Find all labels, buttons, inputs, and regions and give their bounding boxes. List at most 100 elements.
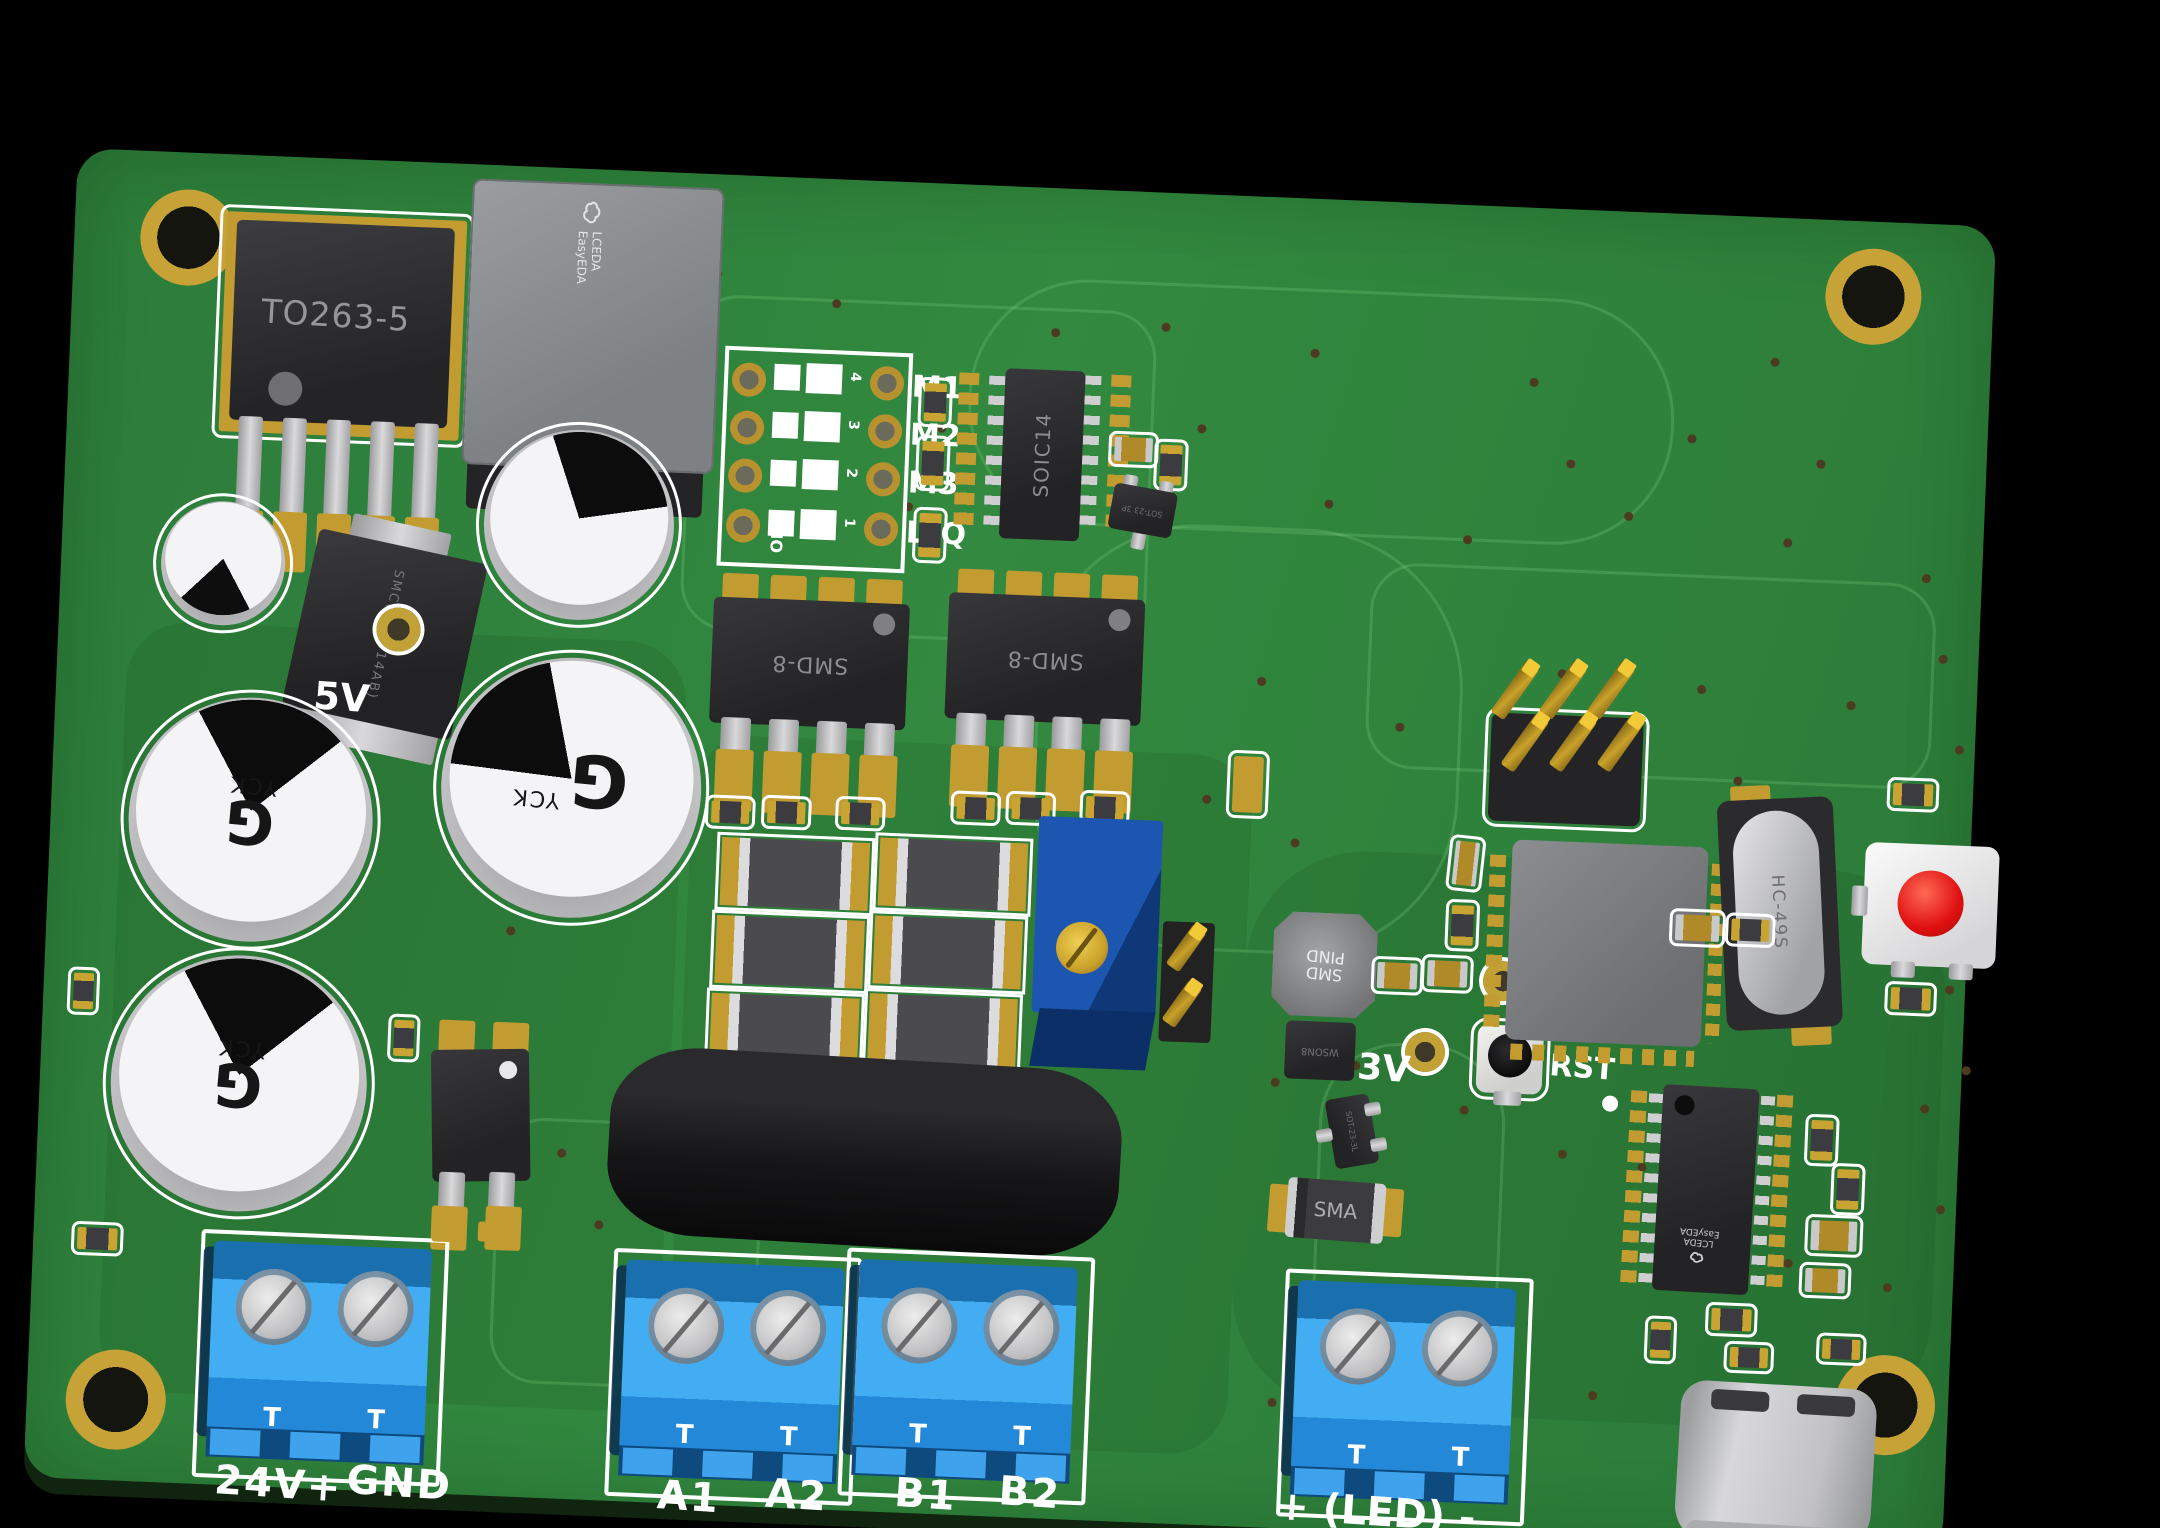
cap-top: G YCK xyxy=(444,655,699,902)
via xyxy=(557,1148,567,1158)
cap-polarity-wedge xyxy=(486,428,672,609)
chip-resistor xyxy=(70,1220,124,1257)
wson8-label: WSON8 xyxy=(1300,1044,1340,1057)
chip-capacitor xyxy=(1804,1213,1864,1259)
via xyxy=(1944,985,1955,995)
dip-switch-slot xyxy=(769,459,797,487)
wson8-ic: WSON8 xyxy=(1283,1020,1357,1082)
chip-resistor xyxy=(1643,1315,1678,1365)
via xyxy=(1270,1077,1280,1088)
pin-mark: T xyxy=(366,1404,386,1436)
mcu-pads-bottom xyxy=(1509,1043,1695,1068)
tssop-logo: LCEDA EasyEDA xyxy=(1677,1224,1721,1265)
terminal-body xyxy=(852,1259,1078,1458)
pin-mark: T xyxy=(1012,1421,1032,1453)
via xyxy=(506,926,516,936)
cap-brand: G xyxy=(222,783,278,859)
chip-resistor xyxy=(66,966,101,1016)
chip-resistor xyxy=(1815,1332,1867,1367)
terminal-block-led[interactable]: T T + (LED) - xyxy=(1274,1268,1534,1528)
shunt-resistor xyxy=(872,832,1034,917)
chip-capacitor xyxy=(1370,955,1424,996)
terminal-tab xyxy=(622,1447,674,1476)
via xyxy=(1310,348,1320,359)
solder-pad xyxy=(431,1221,465,1243)
via xyxy=(1459,1105,1469,1115)
chip-resistor xyxy=(834,795,886,832)
via xyxy=(1557,1149,1568,1159)
terminal-label-b1: B1 xyxy=(893,1469,959,1520)
chip-resistor xyxy=(914,434,952,492)
inductor-label-line2: PIND xyxy=(1305,946,1346,969)
dip-pad xyxy=(731,362,767,398)
via xyxy=(1770,357,1780,367)
dip-pad xyxy=(867,413,903,450)
pin-mark: T xyxy=(675,1419,695,1451)
crystal-label: HC-49S xyxy=(1767,874,1791,951)
cap-marking: G YCK xyxy=(510,737,633,826)
chip-resistor xyxy=(1829,1162,1867,1217)
via xyxy=(1696,684,1707,695)
tssop-pin1-dot xyxy=(1674,1094,1696,1116)
dip-num-3: 3 xyxy=(844,419,862,431)
terminal-block-a[interactable]: T T A1 A2 xyxy=(604,1247,863,1522)
terminal-label-gnd: GND xyxy=(345,1456,454,1510)
chip-resistor xyxy=(1704,1301,1758,1339)
power-inductor: SMD PIND xyxy=(1270,911,1378,1019)
terminal-tab xyxy=(209,1428,261,1457)
header-pin xyxy=(1165,923,1207,973)
via xyxy=(1161,322,1171,332)
smd8-pin1-dot xyxy=(1108,608,1131,632)
soic14-body: SOIC14 xyxy=(998,368,1086,542)
usb-c-connector[interactable] xyxy=(1672,1379,1882,1528)
cap-series: YCK xyxy=(216,1033,267,1063)
chip-capacitor xyxy=(1798,1261,1852,1300)
terminal-label-a2: A2 xyxy=(763,1470,830,1521)
tssop28-ic: LCEDA EasyEDA xyxy=(1619,1082,1794,1301)
chip-resistor xyxy=(1079,789,1131,826)
smd8-label: SMD-8 xyxy=(1005,645,1084,674)
soic14-ic: SOIC14 xyxy=(952,366,1140,573)
trimmer-body xyxy=(1031,815,1164,1017)
cap-series: YCK xyxy=(510,783,562,814)
trimmer-potentiometer xyxy=(1029,815,1230,1084)
soic14-label: SOIC14 xyxy=(1028,411,1056,499)
terminal-block-power[interactable]: T T 24V+ GND xyxy=(191,1228,453,1512)
terminal-block-b[interactable]: T T B1 B2 xyxy=(837,1247,1096,1520)
smd8-ic: SMD-8 xyxy=(941,568,1151,816)
pin-mark: T xyxy=(779,1421,799,1453)
dip-pad xyxy=(729,409,765,446)
cap-polarity-wedge xyxy=(162,500,284,618)
via xyxy=(1919,1104,1930,1114)
via xyxy=(1529,377,1539,388)
opto-pin1-dot xyxy=(499,1060,518,1080)
dip-pad xyxy=(725,507,761,544)
header-pin xyxy=(1161,979,1203,1029)
easyeda-logo-icon xyxy=(1690,1252,1704,1263)
trimmer-base xyxy=(1029,1008,1156,1071)
cap-marking: G YCK xyxy=(210,1033,267,1121)
crystal-hc49s: HC-49S xyxy=(1716,784,1848,1047)
via xyxy=(1921,573,1932,584)
easyeda-logo: LCEDA EasyEDA xyxy=(573,198,604,284)
red-pushbutton[interactable] xyxy=(1851,841,2006,981)
dip-switch-slot xyxy=(801,458,839,491)
sot23-label: SOT-23 3P xyxy=(1121,502,1164,519)
dip-num-2: 2 xyxy=(843,467,860,479)
via xyxy=(1267,1397,1277,1408)
dip-pad xyxy=(727,457,763,494)
regulator-lead xyxy=(366,421,396,523)
chip-resistor xyxy=(911,506,949,564)
cap-top: G YCK xyxy=(114,953,365,1196)
via xyxy=(1624,511,1634,522)
via xyxy=(594,1220,604,1230)
pushbutton-tab xyxy=(1851,885,1869,917)
dip-switch-slot xyxy=(799,508,837,541)
regulator-lead xyxy=(279,417,308,519)
chip-resistor xyxy=(1724,912,1776,949)
pin-mark: T xyxy=(1346,1440,1366,1471)
smd8-ic: SMD-8 xyxy=(705,572,915,820)
via xyxy=(1587,1390,1598,1401)
dip-switch-slot xyxy=(805,363,843,395)
